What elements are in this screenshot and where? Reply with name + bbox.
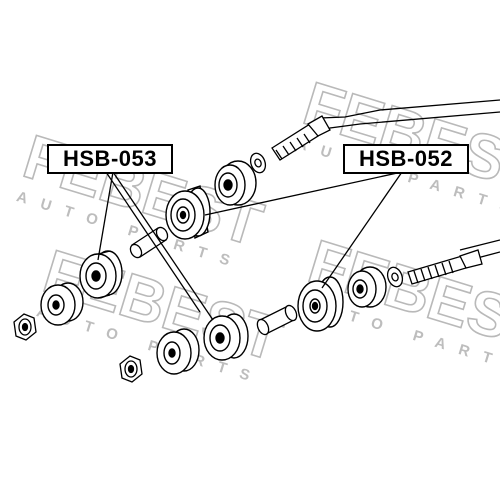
leader-053-to-center [112,171,214,321]
bushing-bottom-center [156,328,200,375]
sleeve-right [256,304,298,336]
washer-top [249,152,267,174]
leader-052-to-upper [204,171,403,216]
sleeve-upper [129,226,169,259]
leader-052-to-right [321,171,403,289]
leader-lines [97,171,403,321]
bushing-large-upper [165,185,211,240]
watermark-logos: FEBEST AUTO PARTS FEBEST AUTO PARTS FEBE… [14,69,500,389]
bushing-center-lower [203,313,249,361]
bushing-right-upper [347,266,387,308]
part-label-hsb-053: HSB-053 [47,144,173,174]
bushing-large-right [297,276,344,332]
leader-053-to-left [97,171,114,261]
bolt-right [407,249,483,285]
bushing-left-lower [40,282,84,326]
bushing-left-upper [79,250,123,299]
washer-right [386,266,404,288]
bushing-upper-center [214,160,257,206]
nut-left [13,313,37,341]
leader-053-inner [105,171,201,313]
nut-bottom [119,355,143,383]
part-label-hsb-052: HSB-052 [343,144,469,174]
bolt-top [271,115,331,161]
